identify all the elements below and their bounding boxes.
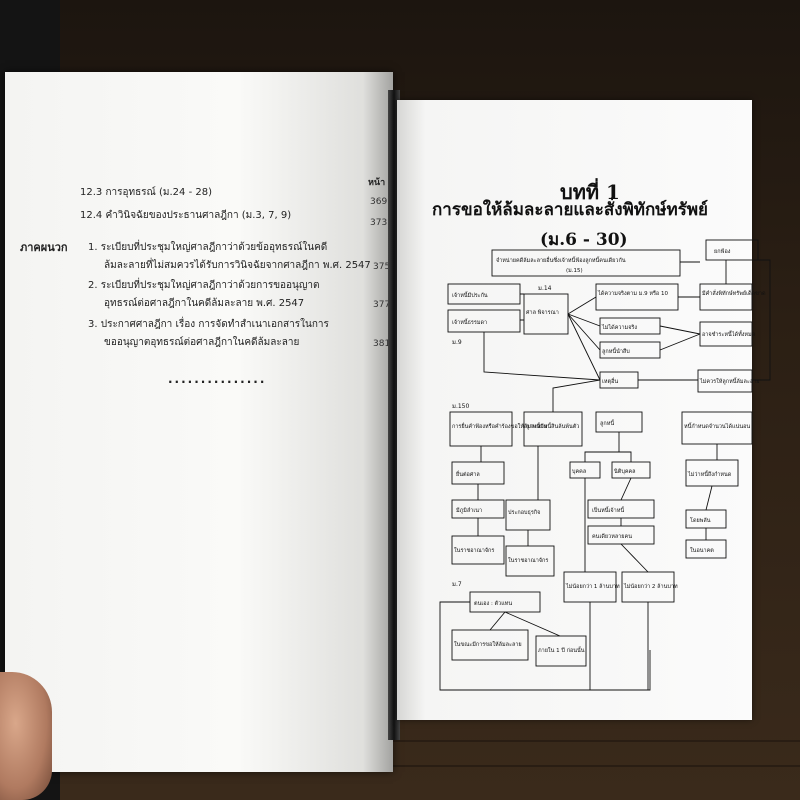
- flow-court: ศาล พิจารณา: [526, 309, 559, 316]
- flow-dismiss: ยกฟ้อง: [714, 248, 731, 255]
- flow-top: จำหน่ายคดีล้มละลายอื่นซึ่งเจ้าหนี้ฟ้องลู…: [496, 256, 626, 264]
- chapter-section: (ม.6 - 30): [540, 230, 628, 250]
- flow-debt-amount: หนี้กำหนดจำนวนได้แน่นอน: [684, 422, 750, 430]
- flow-kingdom1: ในราชอาณาจักร: [454, 547, 494, 554]
- flow-secured: เจ้าหนี้มีประกัน: [452, 291, 488, 299]
- thumb: [0, 672, 52, 800]
- toc-entry: 12.3 การอุทธรณ์ (ม.24 - 28): [80, 187, 213, 198]
- appendix-item-line2: ขออนุญาตอุทธรณ์ต่อศาลฎีกาในคดีล้มละลาย: [104, 337, 300, 348]
- flow-can-pay: อาจชำระหนี้ได้ทั้งหมด: [702, 330, 756, 338]
- flow-business: ประกอบธุรกิจ: [508, 509, 540, 516]
- wood-grain: [0, 765, 800, 767]
- flow-debtor-proves: ลูกหนี้นำสืบ: [602, 347, 630, 355]
- flow-one-creditor: เป็นหนี้เจ้าหนี้: [592, 506, 625, 514]
- flow-top-ref: (ม.15): [566, 268, 583, 274]
- flow-not-due: ไม่ว่าหนี้ถึงกำหนด: [687, 470, 732, 478]
- flow-order: มีคำสั่งพิทักษ์ทรัพย์เด็ดขาด: [702, 289, 766, 297]
- flow-self-agent: ตนเอง : ตัวแทน: [474, 600, 512, 607]
- flow-insolvent: ลูกหนี้มีหนี้สินล้นพ้นตัว: [526, 422, 579, 430]
- flow-person: บุคคล: [572, 469, 586, 475]
- chapter-number: บทที่ 1: [560, 180, 620, 204]
- appendix-item-line2: ล้มละลายที่ไม่สมควรได้รับการวินิจฉัยจากศ…: [104, 260, 371, 271]
- flow-m150: ม.150: [452, 403, 469, 410]
- appendix-label: ภาคผนวก: [20, 241, 68, 254]
- appendix-page: 377: [373, 300, 391, 310]
- flow-domicile: มีภูมิลำเนา: [456, 507, 482, 514]
- flow-m9: ม.9: [452, 339, 462, 346]
- flow-proven: ได้ความจริงตาม ม.9 หรือ 10: [597, 290, 668, 297]
- dotted-separator: ...............: [168, 372, 267, 386]
- appendix-item-line1: 3. ประกาศศาลฎีกา เรื่อง การจัดทำสำเนาเอก…: [88, 319, 329, 330]
- flow-min2: ไม่น้อยกว่า 2 ล้านบาท: [623, 583, 678, 590]
- page-column-header: หน้า: [368, 178, 386, 188]
- wood-grain: [0, 740, 800, 742]
- toc-page: 369: [370, 197, 388, 207]
- toc-entry: 12.4 คำวินิจฉัยของประธานศาลฎีกา (ม.3, 7,…: [80, 210, 292, 221]
- flow-not-proven: ไม่ได้ความจริง: [601, 324, 637, 331]
- flow-min1: ไม่น้อยกว่า 1 ล้านบาท: [565, 583, 620, 590]
- flow-no-bankrupt: ไม่ควรให้ลูกหนี้ล้มละลาย: [699, 377, 760, 385]
- right-page: [397, 100, 752, 720]
- flow-within: ภายใน 1 ปี ก่อนนั้น: [538, 646, 585, 654]
- appendix-page: 375: [373, 262, 391, 272]
- flow-petition: การยื่นคำฟ้องหรือคำร้องขอให้ล้มละลาย: [452, 422, 547, 430]
- appendix-item-line2: อุทธรณ์ต่อศาลฎีกาในคดีล้มละลาย พ.ศ. 2547: [104, 298, 305, 309]
- appendix-page: 381: [373, 339, 391, 349]
- flow-m14: ม.14: [538, 285, 552, 292]
- flow-future: ในอนาคต: [690, 547, 714, 554]
- flow-during: ในขณะมีการขอให้ล้มละลาย: [454, 641, 522, 648]
- flow-now: โดยพลัน: [690, 516, 711, 524]
- appendix-item-line1: 2. ระเบียบที่ประชุมใหญ่ศาลฎีกาว่าด้วยการ…: [88, 280, 320, 291]
- flow-judgment: เจ้าหนี้ธรรมดา: [452, 318, 487, 326]
- chapter-title: การขอให้ล้มละลายและสั่งพิทักษ์ทรัพย์: [432, 200, 709, 220]
- flow-debtor: ลูกหนี้: [600, 419, 615, 427]
- flow-m7: ม.7: [452, 581, 462, 588]
- flow-other: เหตุอื่น: [602, 377, 618, 385]
- flow-kingdom2: ในราชอาณาจักร: [508, 557, 548, 564]
- flow-juristic: นิติบุคคล: [613, 468, 635, 475]
- toc-page: 373: [370, 218, 388, 228]
- flow-file-court: ยื่นต่อศาล: [456, 470, 480, 478]
- flow-many: คนเดียวหลายคน: [592, 533, 632, 540]
- appendix-item-line1: 1. ระเบียบที่ประชุมใหญ่ศาลฎีกาว่าด้วยข้อ…: [88, 242, 328, 253]
